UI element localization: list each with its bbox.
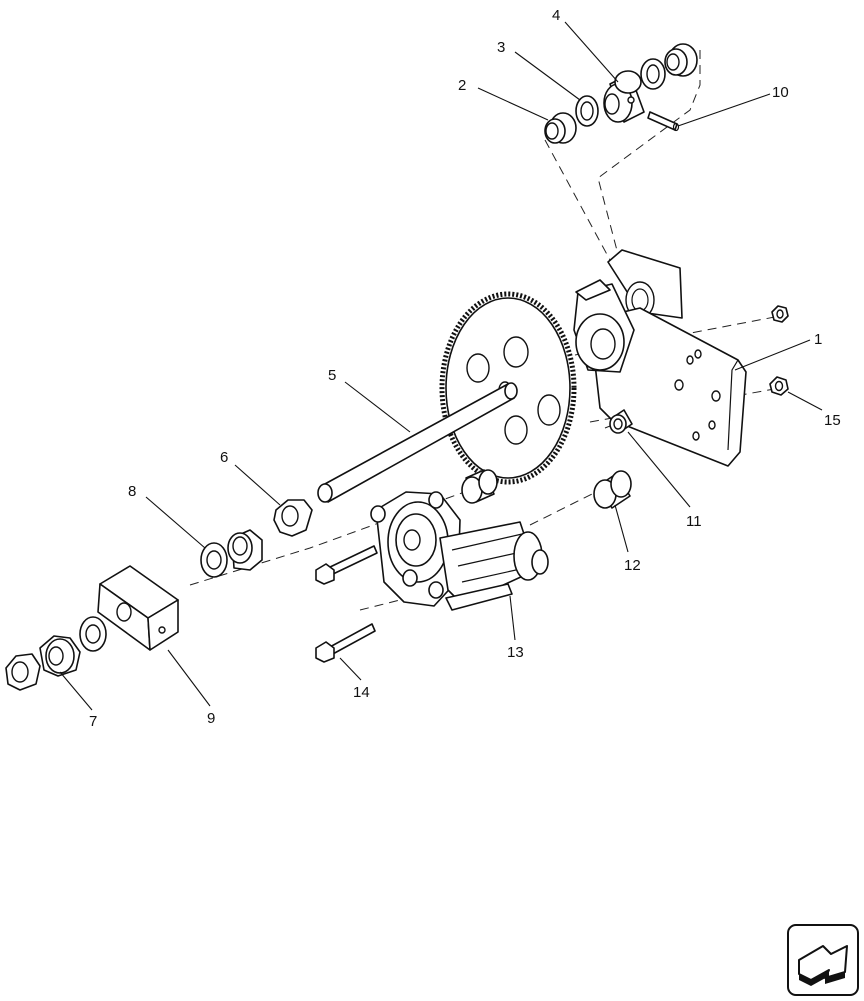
part-14-bolt-lower xyxy=(315,623,376,663)
next-page-arrow-icon xyxy=(787,924,859,996)
part-3-washer xyxy=(575,95,599,127)
callout-15: 15 xyxy=(824,412,841,429)
part-2-flanged-bushing xyxy=(544,112,577,144)
part-11-spacer xyxy=(609,409,633,434)
part-9-block xyxy=(97,565,179,651)
callout-5: 5 xyxy=(328,367,336,384)
part-flanged-bushing-upper xyxy=(664,43,698,77)
part-6-nut xyxy=(273,499,313,537)
part-1-mounting-bracket xyxy=(573,249,747,467)
callout-13: 13 xyxy=(507,644,524,661)
part-7-washer xyxy=(79,616,107,652)
next-page-button[interactable] xyxy=(787,924,859,996)
callout-4: 4 xyxy=(552,7,560,24)
part-13-gear-motor xyxy=(370,491,549,611)
leader-lines xyxy=(59,21,823,711)
callout-10: 10 xyxy=(772,84,789,101)
part-4-collar xyxy=(603,70,645,123)
part-5-shaft xyxy=(317,382,518,503)
part-washer-upper xyxy=(640,58,666,90)
callout-1: 1 xyxy=(814,331,822,348)
callout-11: 11 xyxy=(686,513,702,530)
part-motor-spacer xyxy=(461,469,498,504)
callout-3: 3 xyxy=(497,39,505,56)
part-7-flanged-nut xyxy=(39,635,81,677)
part-7-hex-nut xyxy=(5,653,41,691)
callout-labels: 2 3 4 10 1 5 6 8 7 9 11 12 13 14 15 xyxy=(89,7,841,730)
callout-14: 14 xyxy=(353,684,370,701)
part-10-roll-pin xyxy=(647,111,680,132)
part-15-nut-upper xyxy=(771,305,789,323)
part-8-flanged-nut xyxy=(227,529,263,571)
part-12-spacer xyxy=(593,470,632,509)
callout-2: 2 xyxy=(458,77,466,94)
callout-9: 9 xyxy=(207,710,215,727)
callout-12: 12 xyxy=(624,557,641,574)
part-8-washer xyxy=(200,542,228,578)
callout-6: 6 xyxy=(220,449,228,466)
part-15-nut-lower xyxy=(769,376,789,396)
part-14-bolt-upper xyxy=(315,545,378,585)
callout-7: 7 xyxy=(89,713,97,730)
callout-8: 8 xyxy=(128,483,136,500)
